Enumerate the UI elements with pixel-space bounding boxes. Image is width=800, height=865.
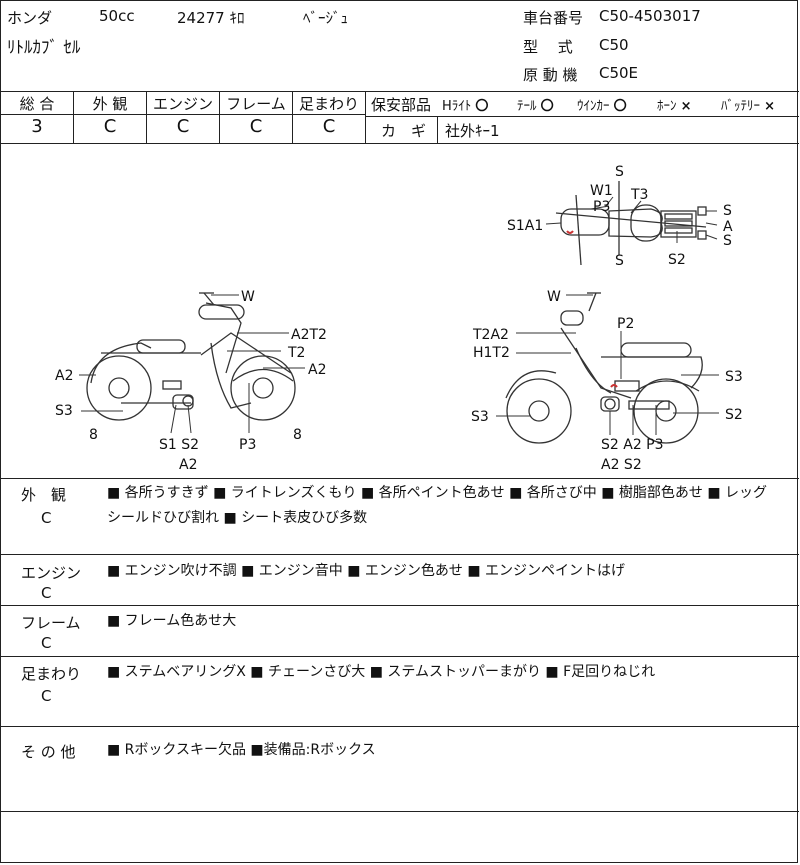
diagram-label: T3: [630, 187, 648, 203]
condition-category-frame: フレーム: [21, 614, 81, 632]
diagram-label: 8: [89, 427, 98, 443]
diagram-label: S: [723, 203, 732, 219]
diagram-label: S1A1: [507, 218, 543, 234]
diagram-label: S3: [725, 369, 743, 385]
grade-frame: C: [249, 116, 263, 137]
grade-suspension: C: [322, 116, 336, 137]
maker: ホンダ: [7, 9, 53, 27]
key-label: カ ギ: [381, 122, 427, 140]
condition-category-other: そ の 他: [21, 743, 76, 761]
diagram-label: A2: [308, 362, 326, 378]
safety-parts-label: 保安部品: [371, 96, 432, 114]
condition-notes-exterior-line2: シールドひび割れ ■ シート表皮ひび多数: [107, 510, 368, 526]
diagram-label: S1 S2: [159, 437, 199, 453]
diagram-label: A: [723, 219, 733, 235]
diagram-label: P3: [239, 437, 256, 453]
key-value: 社外ｷｰ1: [445, 122, 500, 140]
diagram-label: H1T2: [473, 345, 510, 361]
model-name: ﾘﾄﾙｶﾌﾞ ｾﾙ: [7, 38, 81, 58]
grade-header-frame: フレーム: [226, 95, 286, 113]
diagram-label: 8: [293, 427, 302, 443]
condition-notes-exterior-line1: ■ 各所うすきず ■ ライトレンズくもり ■ 各所ペイント色あせ ■ 各所さび中…: [107, 485, 768, 501]
condition-grade-exterior: C: [41, 509, 52, 527]
condition-category-exterior: 外 観: [21, 486, 67, 504]
safety-item-winker: ｳｲﾝｶｰ 〇: [577, 99, 627, 114]
chassis-label: 車台番号: [523, 9, 584, 27]
grade-total: 3: [31, 116, 43, 137]
mileage: 24277 ｷﾛ: [177, 9, 245, 27]
grade-header-suspension: 足まわり: [298, 95, 359, 113]
diagram-label: T2: [287, 345, 305, 361]
diagram-label: W1: [590, 183, 613, 199]
safety-item-horn: ﾎｰﾝ ×: [657, 99, 692, 114]
condition-grade-suspension: C: [41, 687, 52, 705]
safety-item-tail: ﾃｰﾙ 〇: [517, 99, 554, 114]
diagram-label: S3: [55, 403, 73, 419]
grade-header-exterior: 外 観: [92, 95, 128, 113]
grade-header-engine: エンジン: [152, 95, 213, 113]
condition-notes-other: ■ Rボックスキー欠品 ■装備品:Rボックス: [107, 742, 376, 758]
condition-notes-suspension: ■ ステムベアリングX ■ チェーンさび大 ■ ステムストッパーまがり ■ F足…: [107, 664, 656, 680]
damage-diagram: S W1 P3 T3 S1A1 S A S S S2 W A2T2 T2 A2 …: [55, 164, 743, 473]
diagram-label: S: [615, 164, 624, 180]
diagram-label: W: [547, 289, 561, 305]
condition-category-engine: エンジン: [21, 564, 82, 582]
body-color: ﾍﾞｰｼﾞｭ: [303, 9, 349, 27]
engine-model-label: 原 動 機: [523, 66, 578, 84]
safety-item-headlight: Hﾗｲﾄ 〇: [442, 99, 489, 114]
grade-engine: C: [176, 116, 190, 137]
right-view-bike: [505, 292, 703, 444]
condition-notes-frame: ■ フレーム色あせ大: [107, 613, 237, 629]
condition-grade-frame: C: [41, 634, 52, 652]
diagram-label: T2A2: [472, 327, 509, 343]
diagram-label: W: [241, 289, 255, 305]
diagram-label: A2 S2: [601, 457, 642, 473]
diagram-label: A2: [55, 368, 73, 384]
diagram-label: P2: [617, 316, 634, 332]
diagram-label: S2: [668, 252, 686, 268]
displacement: 50cc: [99, 7, 135, 25]
diagram-label: P3: [593, 199, 610, 215]
type-label: 型 式: [523, 38, 573, 56]
condition-category-suspension: 足まわり: [21, 665, 82, 683]
type-value: C50: [599, 36, 629, 54]
diagram-label: S: [723, 233, 732, 249]
diagram-label: A2T2: [291, 327, 327, 343]
condition-notes-engine: ■ エンジン吹け不調 ■ エンジン音中 ■ エンジン色あせ ■ エンジンペイント…: [107, 563, 626, 579]
diagram-label: A2: [179, 457, 197, 473]
grade-header-total: 総 合: [19, 95, 55, 113]
diagram-label: S3: [471, 409, 489, 425]
chassis-value: C50-4503017: [599, 7, 701, 25]
diagram-label: S2: [725, 407, 743, 423]
condition-grade-engine: C: [41, 584, 52, 602]
diagram-label: S: [615, 253, 624, 269]
diagram-label: S2 A2 P3: [601, 437, 664, 453]
safety-item-battery: ﾊﾞｯﾃﾘｰ ×: [721, 99, 776, 114]
engine-model-value: C50E: [599, 64, 639, 82]
grade-exterior: C: [103, 116, 117, 137]
left-view-bike: [86, 292, 296, 421]
